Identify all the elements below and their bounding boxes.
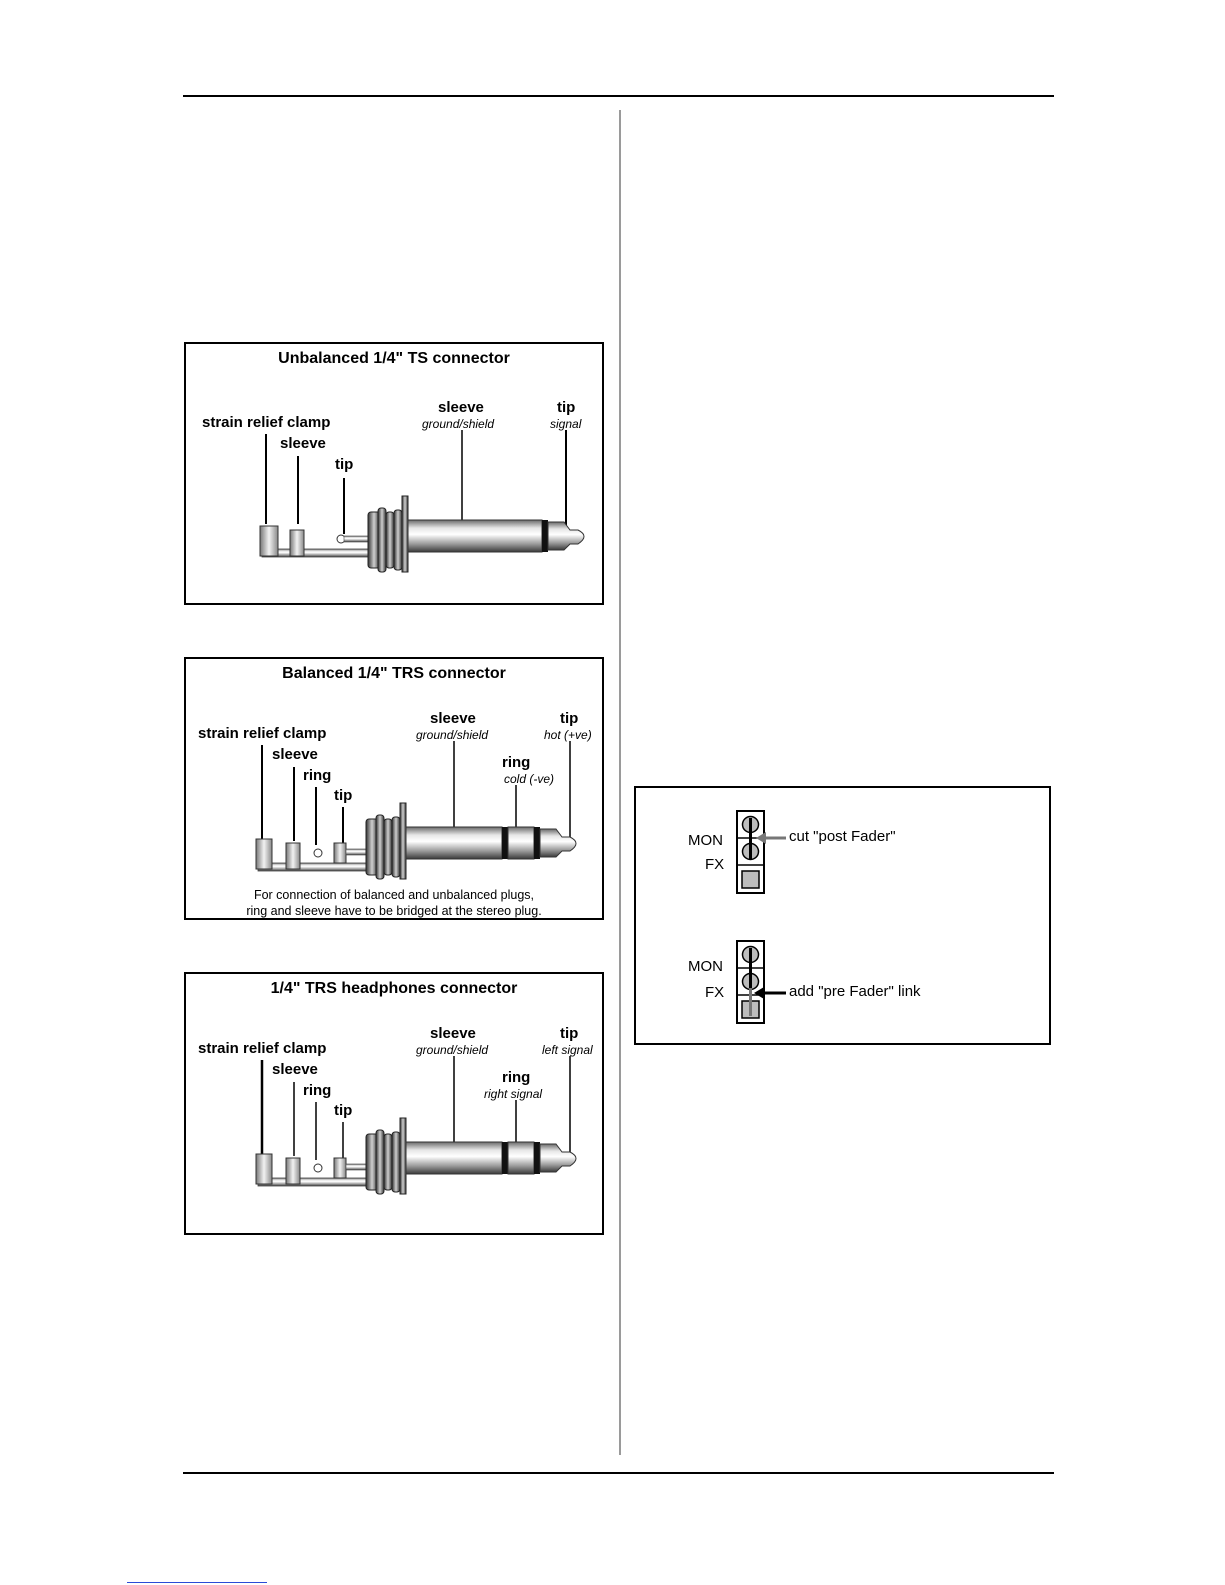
label-tip: tip	[560, 1025, 579, 1042]
figure-note-line-1: For connection of balanced and unbalance…	[253, 888, 535, 902]
headphones-connector-figure: 1/4" TRS headphones connector strain rel…	[184, 972, 604, 1235]
label-sleeve-sub: ground/shield	[416, 1043, 489, 1057]
figure-title: Unbalanced 1/4" TS connector	[278, 350, 510, 367]
figure-title: Balanced 1/4" TRS connector	[282, 665, 506, 682]
jumper-top-caption: cut "post Fader"	[789, 828, 896, 845]
label-ring-sub: right signal	[484, 1087, 543, 1101]
jumper-figure: MON FX cut "post Fader" MON FX add "pre …	[634, 786, 1051, 1045]
ts-connector-figure: Unbalanced 1/4" TS connector strain reli…	[184, 342, 604, 605]
label-sleeve: sleeve	[430, 1025, 476, 1042]
label-sleeve-inner: sleeve	[272, 746, 318, 763]
label-ring-inner: ring	[303, 1082, 332, 1099]
jumper-top-mon-label: MON	[688, 832, 723, 849]
label-sleeve-inner: sleeve	[272, 1061, 318, 1078]
label-sleeve: sleeve	[430, 710, 476, 727]
column-divider	[619, 110, 621, 1455]
trs-plug-illustration	[255, 741, 577, 880]
label-strain-relief-clamp: strain relief clamp	[202, 414, 331, 431]
label-tip-sub: hot (+ve)	[544, 728, 592, 742]
label-tip: tip	[560, 710, 579, 727]
label-tip: tip	[557, 399, 576, 416]
jumper-top-fx-label: FX	[705, 856, 725, 873]
label-sleeve-sub: ground/shield	[422, 417, 495, 431]
label-ring-sub: cold (-ve)	[504, 772, 555, 786]
label-strain-relief-clamp: strain relief clamp	[198, 1040, 327, 1057]
label-ring: ring	[502, 754, 531, 771]
label-tip-sub: signal	[550, 417, 582, 431]
label-strain-relief-clamp: strain relief clamp	[198, 725, 327, 742]
label-sleeve-sub: ground/shield	[416, 728, 489, 742]
label-ring: ring	[502, 1069, 531, 1086]
ts-plug-illustration	[259, 430, 585, 573]
label-tip-inner: tip	[334, 787, 353, 804]
label-sleeve-inner: sleeve	[280, 435, 326, 452]
label-sleeve: sleeve	[438, 399, 484, 416]
figure-title: 1/4" TRS headphones connector	[270, 980, 518, 997]
label-ring-inner: ring	[303, 767, 332, 784]
jumper-bottom-caption: add "pre Fader" link	[789, 983, 921, 1000]
jumper-diagram	[736, 810, 786, 1024]
jumper-bottom-mon-label: MON	[688, 958, 723, 975]
jumper-bottom-fx-label: FX	[705, 984, 725, 1001]
label-tip-inner: tip	[334, 1102, 353, 1119]
label-tip-inner: tip	[335, 456, 354, 473]
top-rule	[183, 95, 1054, 97]
figure-note-line-2: ring and sleeve have to be bridged at th…	[246, 904, 542, 918]
footer-link-underline[interactable]	[127, 1582, 267, 1583]
headphones-plug-illustration	[255, 1056, 577, 1195]
bottom-rule	[183, 1472, 1054, 1474]
trs-connector-figure: Balanced 1/4" TRS connector strain relie…	[184, 657, 604, 920]
label-tip-sub: left signal	[542, 1043, 593, 1057]
